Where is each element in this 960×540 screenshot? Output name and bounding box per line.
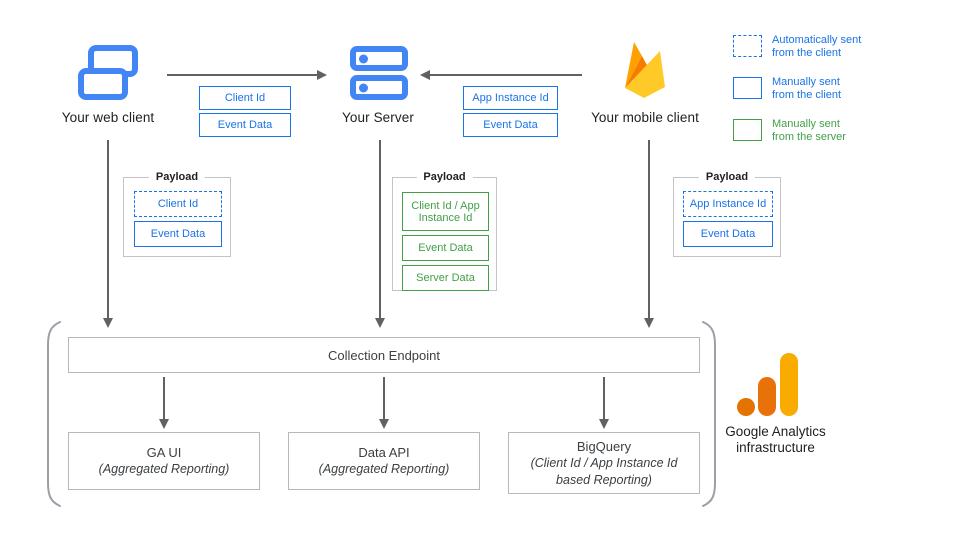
flow-tag-client-id: Client Id [199, 86, 291, 110]
flow-tag-event-data: Event Data [199, 113, 291, 137]
legend-line: Manually sent [772, 118, 840, 130]
bigquery-subtitle: (Client Id / App Instance Id based Repor… [530, 455, 678, 487]
right-bracket [702, 321, 716, 507]
payload-item-client-id-app-instance-id: Client Id / App Instance Id [402, 192, 489, 231]
web-client-icon-front-window [78, 68, 128, 100]
flow-tag-event-data: Event Data [463, 113, 558, 137]
payload-item-app-instance-id: App Instance Id [683, 191, 773, 217]
payload-box-server: Payload Client Id / App Instance Id Even… [392, 171, 497, 291]
payload-item-event-data: Event Data [402, 235, 489, 261]
legend-line: Automatically sent [772, 34, 862, 46]
collection-endpoint-box: Collection Endpoint [68, 337, 700, 373]
server-icon-rack-bottom [350, 75, 408, 100]
server-icon-rack-top [350, 46, 408, 71]
flow-tag-app-instance-id: App Instance Id [463, 86, 558, 110]
arrow-head-down-icon [379, 419, 389, 429]
payload-title: Payload [416, 171, 473, 183]
bigquery-box: BigQuery (Client Id / App Instance Id ba… [508, 432, 700, 494]
legend-line: from the client [772, 47, 842, 59]
arrow-head-down-icon [599, 419, 609, 429]
ga-caption-line1: Google Analytics [725, 424, 826, 439]
ga-ui-title: GA UI [146, 445, 182, 460]
data-api-subtitle: (Aggregated Reporting) [318, 462, 450, 476]
arrow-head-down-icon [644, 318, 654, 328]
ga-logo-dot [737, 398, 755, 416]
firebase-icon [625, 42, 665, 98]
legend-swatch-auto-client-icon [733, 35, 762, 57]
arrow-head-down-icon [159, 419, 169, 429]
payload-item-event-data: Event Data [134, 221, 222, 247]
web-client-icon [78, 45, 138, 101]
legend-line: from the client [772, 89, 842, 101]
left-bracket [47, 321, 61, 507]
arrow-head-right-icon [317, 70, 327, 80]
ga-ui-subtitle: (Aggregated Reporting) [98, 462, 230, 476]
arrow-line [648, 140, 650, 318]
ga-logo-tall-bar [780, 353, 798, 416]
arrow-head-left-icon [420, 70, 430, 80]
legend-swatch-manual-client-icon [733, 77, 762, 99]
google-analytics-logo-icon [737, 353, 799, 416]
ga-ui-box: GA UI (Aggregated Reporting) [68, 432, 260, 490]
payload-box-mobile: Payload App Instance Id Event Data [673, 171, 781, 257]
collection-endpoint-label: Collection Endpoint [327, 347, 441, 363]
arrow-line [163, 377, 165, 419]
legend-label-auto-client: Automatically sent from the client [772, 34, 861, 60]
arrow-line [603, 377, 605, 419]
data-api-title: Data API [358, 445, 410, 460]
arrow-line [379, 140, 381, 318]
payload-item-client-id: Client Id [134, 191, 222, 217]
payload-title: Payload [148, 171, 206, 183]
legend-line: from the server [772, 131, 846, 143]
payload-box-web: Payload Client Id Event Data [123, 171, 231, 257]
legend-swatch-manual-server-icon [733, 119, 762, 141]
web-client-label: Your web client [61, 110, 155, 125]
arrow-head-down-icon [103, 318, 113, 328]
ga-logo-mid-bar [758, 377, 776, 416]
arrow-line [430, 74, 582, 76]
legend-line: Manually sent [772, 76, 840, 88]
arrow-line [383, 377, 385, 419]
legend-label-manual-client: Manually sent from the client [772, 76, 841, 102]
arrow-line [167, 74, 317, 76]
payload-item-event-data: Event Data [683, 221, 773, 247]
arrow-head-down-icon [375, 318, 385, 328]
legend-label-manual-server: Manually sent from the server [772, 118, 846, 144]
payload-title: Payload [698, 171, 756, 183]
server-label: Your Server [342, 110, 414, 125]
data-api-box: Data API (Aggregated Reporting) [288, 432, 480, 490]
arrow-line [107, 140, 109, 318]
ga-caption-line2: infrastructure [736, 440, 815, 455]
server-icon [350, 46, 408, 104]
bigquery-title: BigQuery [576, 438, 632, 454]
payload-item-server-data: Server Data [402, 265, 489, 291]
ga-infrastructure-caption: Google Analytics infrastructure [688, 424, 863, 456]
mobile-client-label: Your mobile client [591, 110, 699, 125]
